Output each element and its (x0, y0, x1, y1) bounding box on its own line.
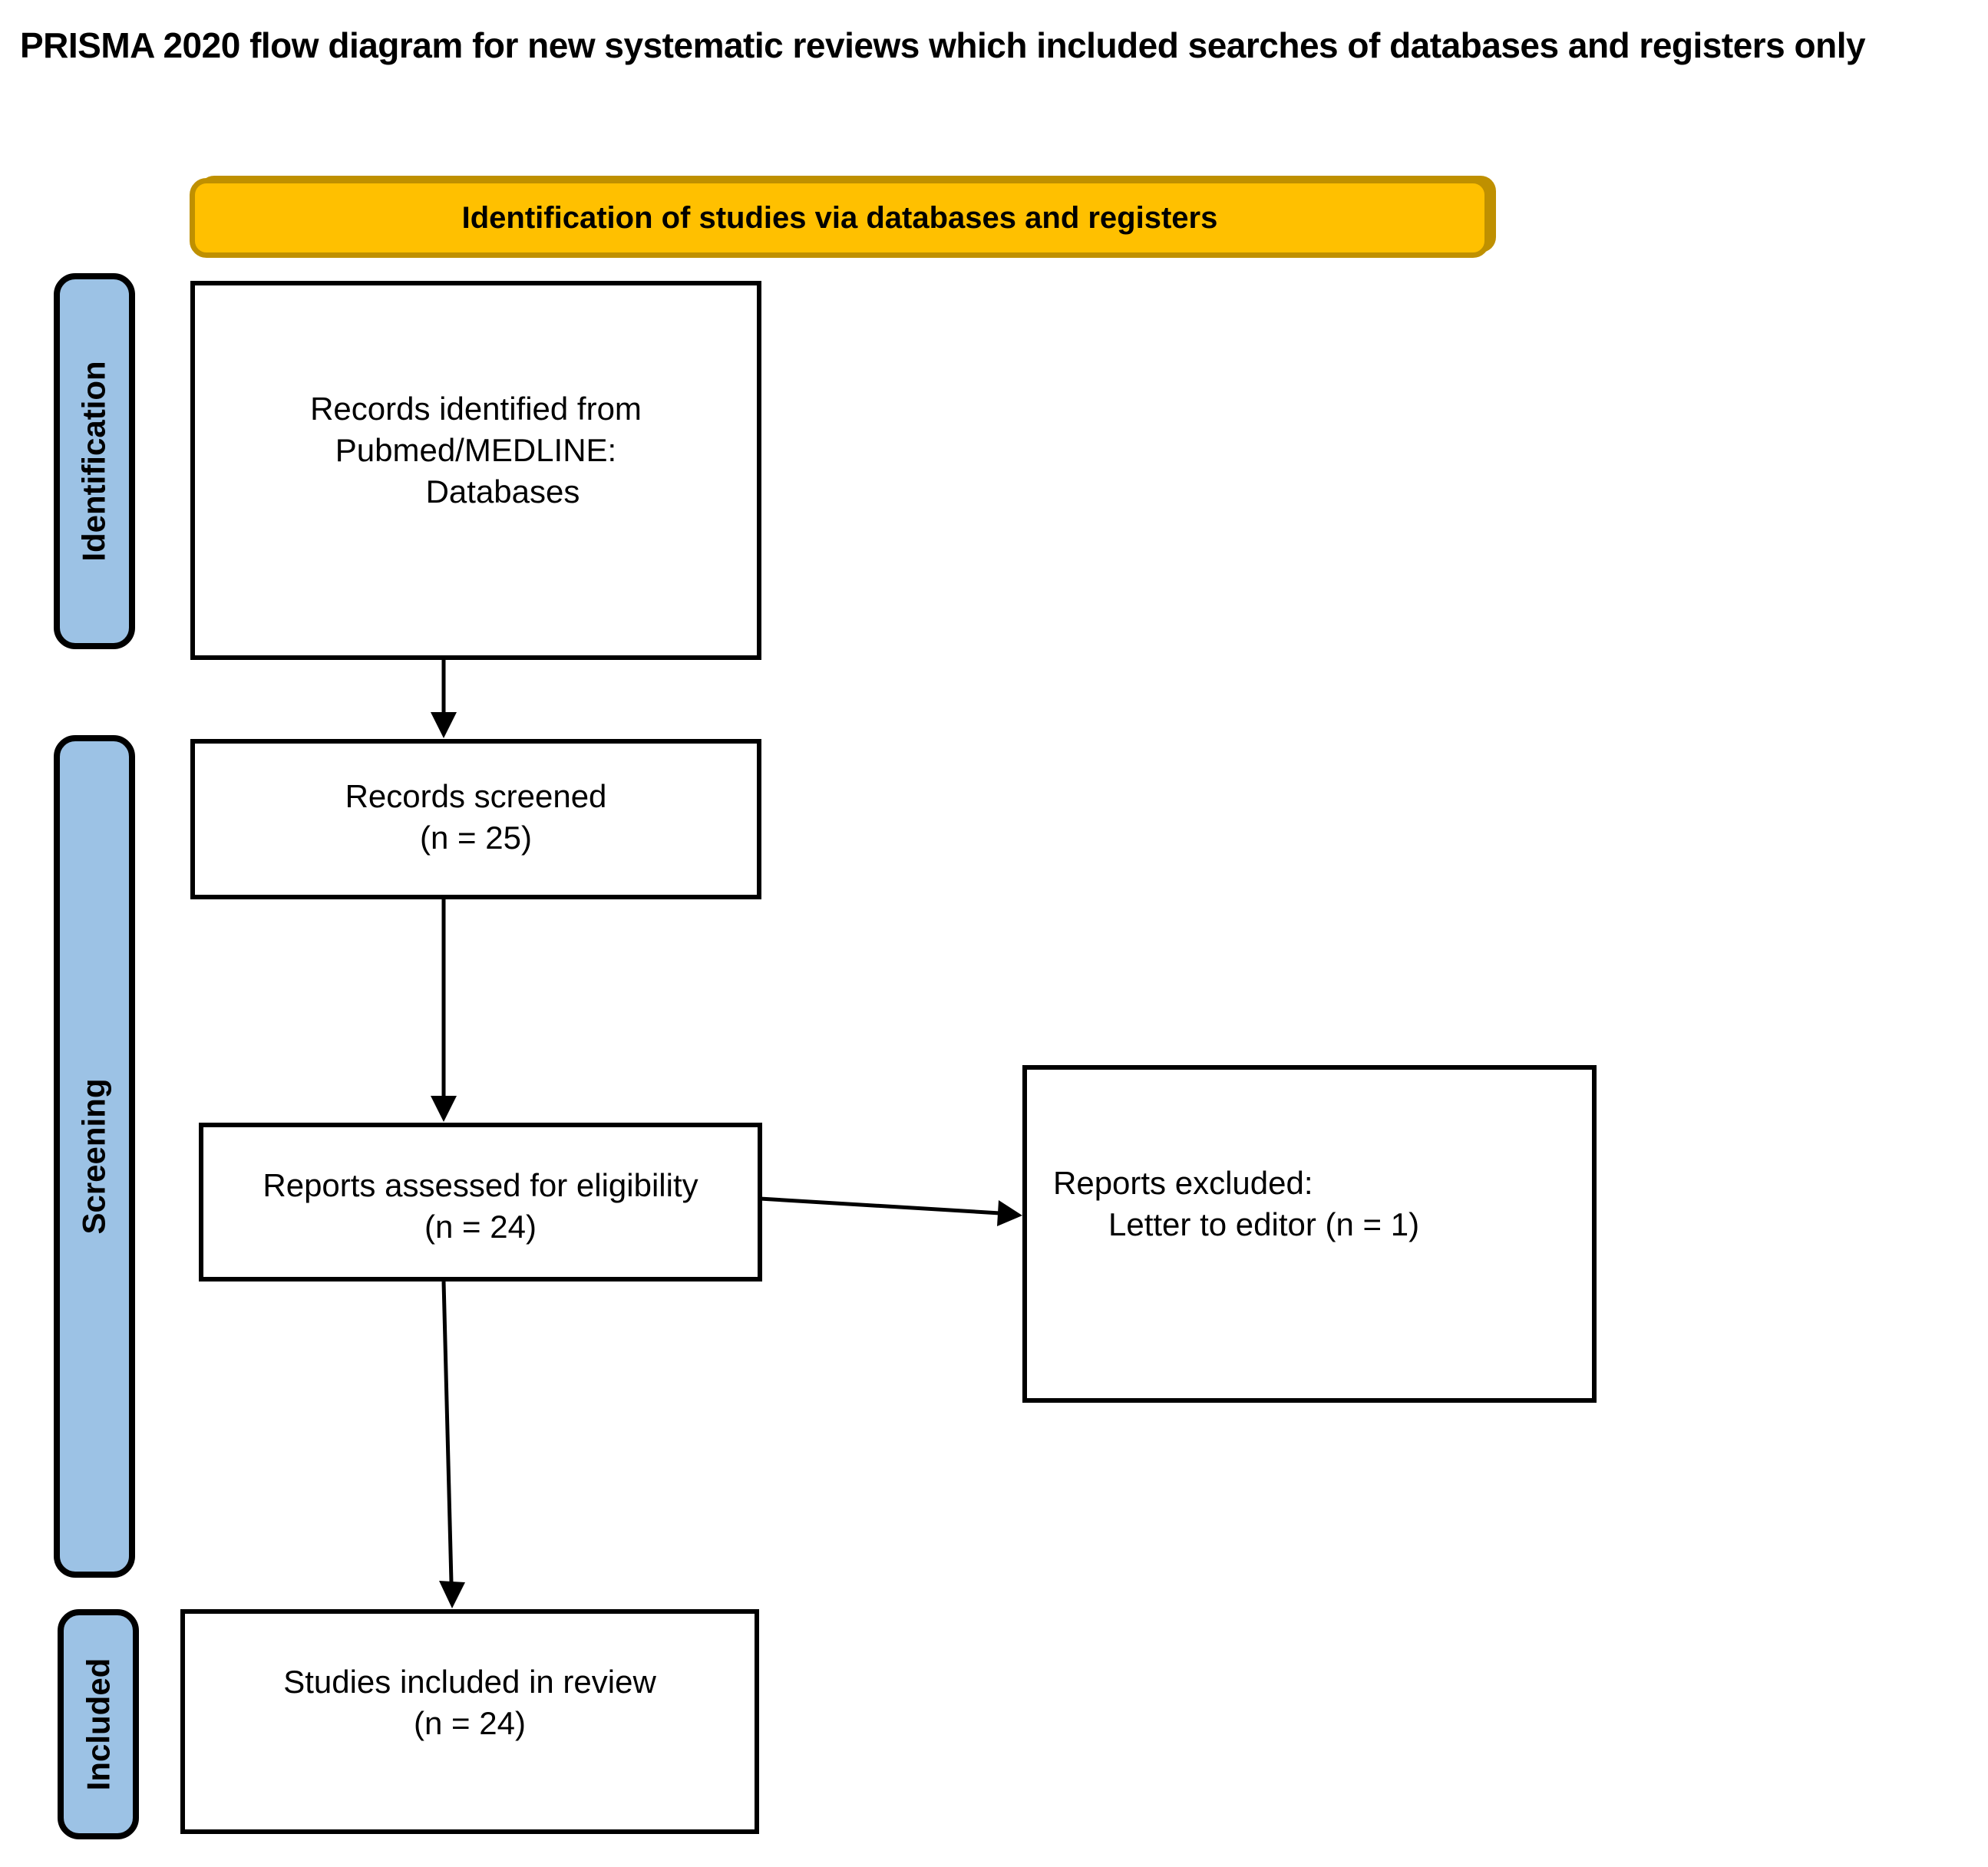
stage-label-included: Included (80, 1658, 116, 1791)
banner-identification-of-studies: Identification of studies via databases … (190, 178, 1490, 258)
arrow-head (431, 712, 457, 738)
box-count-line: (n = 25) (420, 820, 532, 856)
arrow-head (431, 1096, 457, 1122)
box-count-line: Letter to editor (n = 1) (1108, 1206, 1420, 1242)
banner-label: Identification of studies via databases … (461, 200, 1218, 235)
box-studies-included: Studies included in review (n = 24) (180, 1609, 759, 1834)
box-text-line: Pubmed/MEDLINE: (335, 432, 617, 468)
box-records-identified: Records identified from Pubmed/MEDLINE: … (190, 281, 761, 660)
box-count-line: (n = 24) (424, 1209, 537, 1245)
box-text-line: Records identified from (310, 391, 642, 427)
stage-bar-screening: Screening (54, 735, 135, 1578)
arrow-head (439, 1581, 465, 1608)
box-text-line: Records screened (345, 778, 607, 814)
box-text-line: Reports excluded: (1053, 1165, 1313, 1201)
page-title: PRISMA 2020 flow diagram for new systema… (20, 25, 1866, 65)
arrow-head (997, 1200, 1022, 1226)
arrow-assessed-to-excluded-icon (759, 1196, 1022, 1226)
arrow-shaft (759, 1196, 1001, 1216)
box-count-line: (n = 24) (414, 1705, 526, 1741)
box-text-line: Studies included in review (283, 1664, 656, 1700)
arrow-shaft (441, 1281, 454, 1583)
box-records-screened: Records screened (n = 25) (190, 739, 761, 899)
stage-bar-identification: Identification (54, 273, 135, 649)
stage-label-identification: Identification (76, 361, 112, 562)
stage-bar-included: Included (58, 1609, 139, 1839)
arrow-screened-to-assessed-icon (431, 899, 457, 1122)
arrow-assessed-to-included-icon (439, 1281, 465, 1608)
box-reports-assessed: Reports assessed for eligibility (n = 24… (199, 1123, 762, 1282)
box-text-line: Databases (425, 473, 580, 510)
arrow-identified-to-screened-icon (431, 660, 457, 738)
stage-label-screening: Screening (76, 1078, 113, 1235)
box-reports-excluded: Reports excluded: Letter to editor (n = … (1022, 1065, 1597, 1403)
box-text-line: Reports assessed for eligibility (263, 1167, 698, 1203)
